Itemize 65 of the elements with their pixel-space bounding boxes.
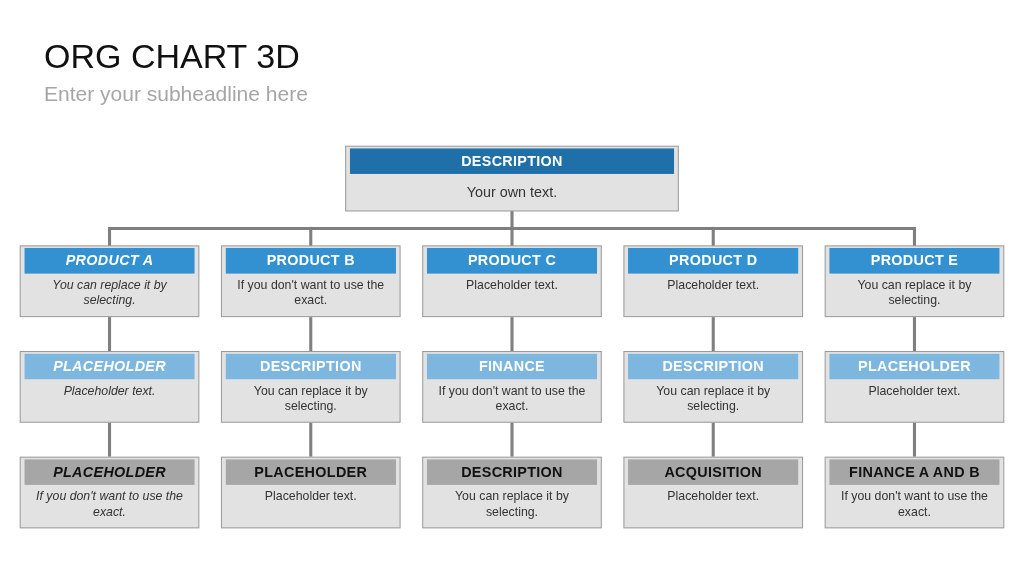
box-text: You can replace it by selecting. bbox=[856, 276, 973, 310]
org-chart-box bbox=[220, 456, 401, 529]
org-chart-box bbox=[422, 245, 602, 318]
connector-line bbox=[510, 422, 514, 457]
org-chart-box bbox=[824, 456, 1005, 529]
box-text: Placeholder text. bbox=[666, 487, 761, 506]
box-heading: PRODUCT B bbox=[225, 247, 396, 274]
connector-line bbox=[309, 317, 313, 351]
box-heading: DESCRIPTION bbox=[628, 353, 799, 380]
box-heading: FINANCE bbox=[426, 353, 598, 380]
connector-line bbox=[711, 422, 715, 457]
box-text: Placeholder text. bbox=[465, 276, 559, 294]
connector-line bbox=[912, 317, 916, 351]
org-chart-box bbox=[824, 245, 1005, 318]
box-text: Placeholder text. bbox=[867, 382, 962, 400]
box-heading: ACQUISITION bbox=[628, 459, 799, 485]
box-text: Your own text. bbox=[465, 182, 559, 202]
connector-line bbox=[711, 317, 715, 351]
box-text: You can replace it by selecting. bbox=[655, 382, 772, 416]
title: ORG CHART 3D bbox=[44, 38, 300, 76]
connector-line bbox=[309, 226, 313, 247]
connector-line bbox=[711, 226, 715, 247]
connector-line bbox=[108, 422, 112, 457]
box-text: You can replace it by selecting. bbox=[51, 276, 168, 310]
org-chart-box bbox=[422, 351, 602, 423]
box-text: If you don't want to use the exact. bbox=[840, 487, 989, 522]
box-text: If you don't want to use the exact. bbox=[236, 276, 386, 310]
connector-line bbox=[912, 422, 916, 457]
box-text: If you don't want to use the exact. bbox=[437, 382, 587, 416]
box-heading: PLACEHOLDER bbox=[24, 459, 195, 485]
box-heading: DESCRIPTION bbox=[426, 459, 598, 485]
org-chart-box bbox=[623, 351, 804, 423]
subtitle: Enter your subheadline here bbox=[44, 81, 308, 107]
connector-line bbox=[108, 209, 916, 230]
box-heading: FINANCE A AND B bbox=[829, 459, 1000, 485]
org-chart-box bbox=[19, 456, 200, 529]
box-heading: DESCRIPTION bbox=[225, 353, 396, 380]
box-heading: PRODUCT C bbox=[426, 247, 598, 274]
org-chart-box bbox=[220, 351, 401, 423]
org-chart-box bbox=[422, 456, 602, 529]
org-chart-box bbox=[19, 245, 200, 318]
box-heading: PRODUCT E bbox=[829, 247, 1000, 274]
connector-line bbox=[309, 422, 313, 457]
org-chart-box bbox=[824, 351, 1005, 423]
box-heading: PLACEHOLDER bbox=[225, 459, 396, 485]
org-chart-box bbox=[220, 245, 401, 318]
box-text: Placeholder text. bbox=[666, 276, 761, 294]
box-heading: PLACEHOLDER bbox=[24, 353, 195, 380]
box-heading: PRODUCT D bbox=[628, 247, 799, 274]
org-chart-box bbox=[19, 351, 200, 423]
connector-line bbox=[510, 317, 514, 351]
box-heading: PLACEHOLDER bbox=[829, 353, 1000, 380]
box-text: Placeholder text. bbox=[263, 487, 358, 506]
connector-line bbox=[108, 226, 112, 247]
connector-line bbox=[912, 226, 916, 247]
box-heading: PRODUCT A bbox=[24, 247, 195, 274]
box-text: You can replace it by selecting. bbox=[454, 487, 570, 522]
org-chart-box bbox=[623, 456, 804, 529]
box-text: You can replace it by selecting. bbox=[252, 382, 369, 416]
box-text: If you don't want to use the exact. bbox=[35, 487, 184, 522]
org-chart-box bbox=[623, 245, 804, 318]
box-text: Placeholder text. bbox=[62, 382, 157, 400]
connector-line bbox=[108, 317, 112, 351]
org-chart-box bbox=[345, 145, 679, 212]
box-heading: DESCRIPTION bbox=[349, 148, 675, 174]
